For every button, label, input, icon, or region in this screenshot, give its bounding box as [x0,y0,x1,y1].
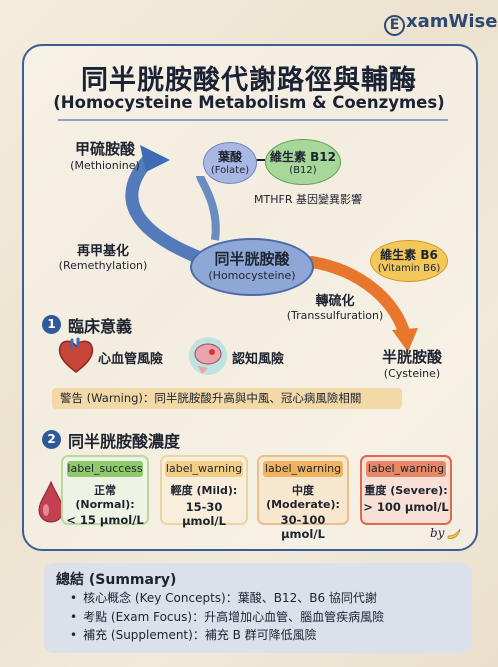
level-card-normal: label_success 正常 (Normal): < 15 μmol/L [61,455,149,527]
level-card-mild: label_warning 輕度 (Mild): 15-30 μmol/L [160,455,248,528]
transsulfuration-node: 轉硫化 (Transsulfuration) [278,290,392,322]
homocysteine-label: 同半胱胺酸 [214,250,290,268]
homocysteine-label-en: (Homocysteine) [208,269,296,282]
b12-label-en: (B12) [289,165,317,176]
cysteine-label-en: (Cysteine) [383,367,441,380]
level-tag: label_warning [165,461,243,477]
cardiovascular-risk-label: 心血管風險 [98,352,164,367]
banana-icon [447,528,461,539]
summary-item: 考點 (Exam Focus)：升高增加心血管、腦血管疾病風險 [70,608,384,627]
level-tag: label_success [67,461,143,477]
methionine-label-en: (Methionine) [70,159,140,172]
b12-node: 維生素 B12 (B12) [265,139,341,185]
remethylation-label-en: (Remethylation) [58,259,148,272]
level-range: 15-30 μmol/L [182,500,226,528]
level-name: 正常 (Normal): [75,484,135,511]
title-divider [58,119,448,121]
level-name: 中度 (Moderate): [266,484,340,511]
transsulfuration-label-en: (Transsulfuration) [286,309,384,322]
remethylation-arrow [125,151,207,265]
cofactor-arrow [196,174,220,241]
transsulfuration-arrowhead [392,328,418,352]
section1-title: 臨床意義 [68,317,133,336]
level-tag: label_warning [366,461,446,477]
remethylation-label: 再甲基化 [76,244,129,259]
homocysteine-node: 同半胱胺酸 (Homocysteine) [190,238,314,296]
remethylation-arrowhead [140,145,170,172]
level-tag: label_warning [263,461,343,477]
folate-label: 葉酸 [217,150,242,164]
byline: by [430,526,445,540]
brand-name: xamWise [406,11,498,32]
section2-number: 2 [42,430,61,449]
methionine-node: 甲硫胺酸 (Methionine) [55,138,155,172]
brain-icon [189,337,227,375]
methionine-label: 甲硫胺酸 [74,140,135,158]
cysteine-node: 半胱胺酸 (Cysteine) [362,346,462,380]
summary-item: 核心概念 (Key Concepts)：葉酸、B12、B6 協同代謝 [70,589,384,608]
summary-item: 補充 (Supplement)：補充 B 群可降低風險 [70,626,384,645]
brand-initial: E [384,15,405,36]
level-card-moderate: label_warning 中度 (Moderate): 30-100 μmol… [257,455,349,541]
level-card-severe: label_warning 重度 (Severe): > 100 μmol/L [360,455,452,525]
summary-title: 總結 (Summary) [56,572,177,588]
mthfr-note: MTHFR 基因變異影響 [254,193,362,206]
b12-label: 維生素 B12 [269,150,337,164]
level-name: 輕度 (Mild): [170,484,238,497]
b6-label-en: (Vitamin B6) [377,263,441,274]
page-title: 同半胱胺酸代謝路徑與輔酶 [81,65,417,96]
transsulfuration-label: 轉硫化 [315,294,355,309]
level-range: 30-100 μmol/L [280,513,326,541]
summary-list: 核心概念 (Key Concepts)：葉酸、B12、B6 協同代謝 考點 (E… [44,589,384,645]
level-name: 重度 (Severe): [364,484,448,497]
warning-banner: 警告 (Warning)：同半胱胺酸升高與中風、冠心病風險相關 [52,388,402,409]
remethylation-node: 再甲基化 (Remethylation) [48,240,158,272]
heart-icon [58,337,94,373]
summary-box: 總結 (Summary) 核心概念 (Key Concepts)：葉酸、B12、… [44,563,472,653]
transsulfuration-arrow [306,256,411,341]
folate-label-en: (Folate) [210,165,250,176]
b6-label: 維生素 B6 [380,248,438,262]
folate-node: 葉酸 (Folate) [203,142,257,184]
cysteine-label: 半胱胺酸 [381,348,442,366]
page-subtitle: (Homocysteine Metabolism & Coenzymes) [53,93,445,112]
level-range: > 100 μmol/L [363,500,449,514]
b6-node: 維生素 B6 (Vitamin B6) [370,240,448,282]
cognitive-risk-label: 認知風險 [232,352,285,367]
section2-title: 同半胱胺酸濃度 [68,432,181,451]
level-range: < 15 μmol/L [66,513,144,527]
section1-number: 1 [42,315,61,334]
